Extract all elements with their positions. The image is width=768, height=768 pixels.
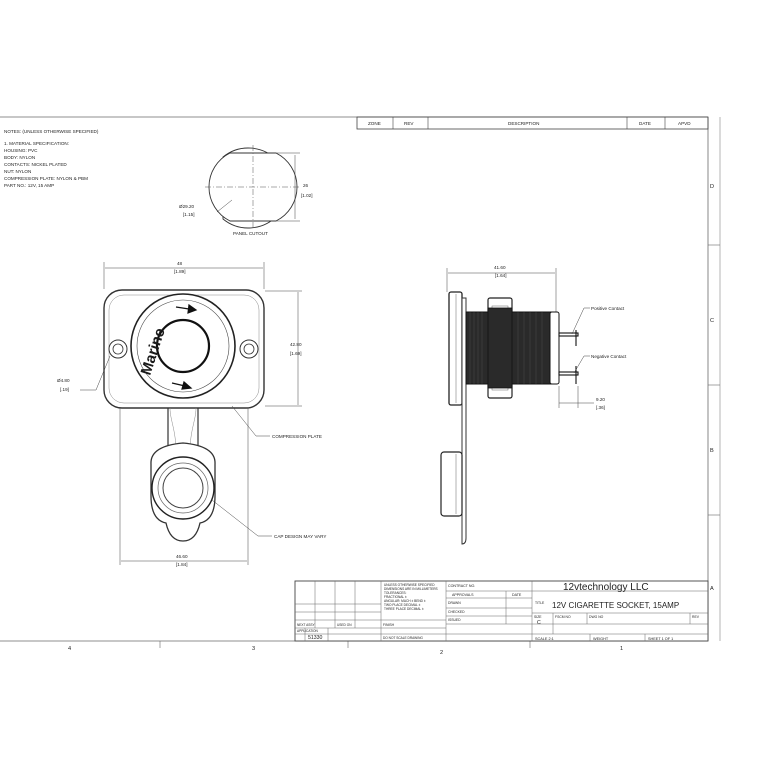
dwg-label: DWG NO [589,615,604,619]
rev-header-rev: REV [404,121,414,126]
title-label: TITLE [535,601,545,605]
rev-header-description: DESCRIPTION [508,121,539,126]
zone-label-right-b: B [710,448,714,454]
panel-cutout-diameter-in: [1.15] [183,212,195,217]
application-label: APPLICATION [297,629,319,633]
notes-block: NOTES: (UNLESS OTHERWISE SPECIFIED) 1. M… [4,129,99,188]
drawing-title: 12V CIGARETTE SOCKET, 15AMP [552,601,679,610]
revision-block: ZONE REV DESCRIPTION DATE APVD [356,116,709,130]
side-width-in: [1.64] [495,273,507,278]
hole-diameter-in: [.19] [60,387,69,392]
approvals-label: APPROVALS [452,593,474,597]
do-not-scale-label: DO NOT SCALE DRAWING [383,636,423,640]
rev-header-date: DATE [639,121,651,126]
front-width-in: [1.89] [174,269,186,274]
cap-design-label: CAP DESIGN MAY VARY [274,534,326,539]
rev-header-zone: ZONE [368,121,381,126]
disclaimer-line: ANGULAR: MACH ± BEND ± [384,599,426,603]
side-width: 41.60 [494,265,506,270]
cap-side [440,451,463,517]
disclaimer-line: UNLESS OTHERWISE SPECIFIED [384,583,435,587]
panel-cutout-view: 26 [1.02] Ø29.20 [1.15] PANEL CUTOUT [179,145,313,236]
front-view: 48 [1.89] 42.80 [1.69] Marine [57,261,326,567]
disclaimer-line: FRACTIONAL ± [384,595,407,599]
side-view: 41.60 [1.64] [440,265,627,545]
zone-label-bottom-4: 4 [68,646,71,652]
front-height: 42.80 [290,342,302,347]
disclaimer-line: TWO PLACE DECIMAL ± [384,603,421,607]
fscm-label: FSCM NO [555,615,571,619]
notes-line: PART NO.: 12V, 15 AMP [4,183,54,188]
part-number: 51330 [308,635,323,641]
notes-heading: NOTES: (UNLESS OTHERWISE SPECIFIED) [4,129,99,134]
arrow-icon [171,303,198,390]
notes-line: BODY: NYLON [4,155,35,160]
panel-cutout-diameter: Ø29.20 [179,204,195,209]
socket-opening [155,318,211,374]
notes-line: 1. MATERIAL SPECIFICATION: [4,141,69,146]
bottom-width: 46.60 [176,554,188,559]
weight-label: WEIGHT [593,637,609,641]
cap-ring [151,456,215,520]
compression-plate-label: COMPRESSION PLATE [272,434,322,439]
zone-label-right-c: C [710,318,714,324]
rev-label: REV [692,615,700,619]
finish-label: FINISH [383,623,395,627]
panel-cutout-label: PANEL CUTOUT [233,231,268,236]
company-name: 12vtechnology LLC [563,582,649,593]
panel-cutout-height-in: [1.02] [301,193,313,198]
bottom-width-in: [1.84] [176,562,188,567]
next-assy-label: NEXT ASSY [297,623,316,627]
disclaimer-line: TOLERANCES: [384,591,407,595]
mounting-hole-left [108,339,128,359]
size-value: C [537,620,541,626]
notes-line: HOUSING: PVC [4,148,38,153]
positive-contact-tab [558,330,579,346]
zone-label-right-a: A [710,586,714,592]
plate-edge [461,297,467,545]
zone-labels: D C B A 4 3 2 1 [68,184,720,656]
negative-contact-label: Negative Contact [591,354,627,359]
panel-cutout-height: 26 [303,183,309,188]
cap-outline [150,442,216,542]
cap-tether [167,408,199,452]
zone-label-right-d: D [710,184,714,190]
disclaimer-line: DIMENSIONS ARE IN MILLIMETERS [384,587,438,591]
zone-label-bottom-2: 2 [440,650,443,656]
hole-diameter: Ø4.80 [57,378,70,383]
notes-line: CONTACTS: NICKEL PLATED [4,162,67,167]
title-block: UNLESS OTHERWISE SPECIFIED DIMENSIONS AR… [294,580,709,642]
size-label: SIZE [534,615,542,619]
positive-contact-label: Positive Contact [591,306,625,311]
notes-line: NUT: NYLON [4,169,31,174]
date-label: DATE [512,593,522,597]
tab-length-in: [.36] [596,405,605,410]
contract-label: CONTRACT NO. [448,584,475,588]
negative-contact-tab [558,366,579,384]
drawn-label: DRAWN [448,601,461,605]
front-height-in: [1.69] [290,351,302,356]
rev-header-apvd: APVD [678,121,691,126]
issued-label: ISSUED [448,618,461,622]
mounting-hole-right [239,339,259,359]
flange [448,291,463,406]
used-on-label: USED ON [337,623,352,627]
checked-label: CHECKED [448,610,465,614]
sheet-label: SHEET 1 OF 1 [648,637,673,641]
front-width: 48 [177,261,183,266]
disclaimer-line: THREE PLACE DECIMAL ± [384,607,424,611]
scale-label: SCALE 2:1 [535,637,554,641]
zone-label-bottom-3: 3 [252,646,255,652]
tab-length: 9.20 [596,397,605,402]
zone-label-bottom-1: 1 [620,646,623,652]
notes-line: COMPRESSION PLATE: NYLON & PBM [4,176,88,181]
